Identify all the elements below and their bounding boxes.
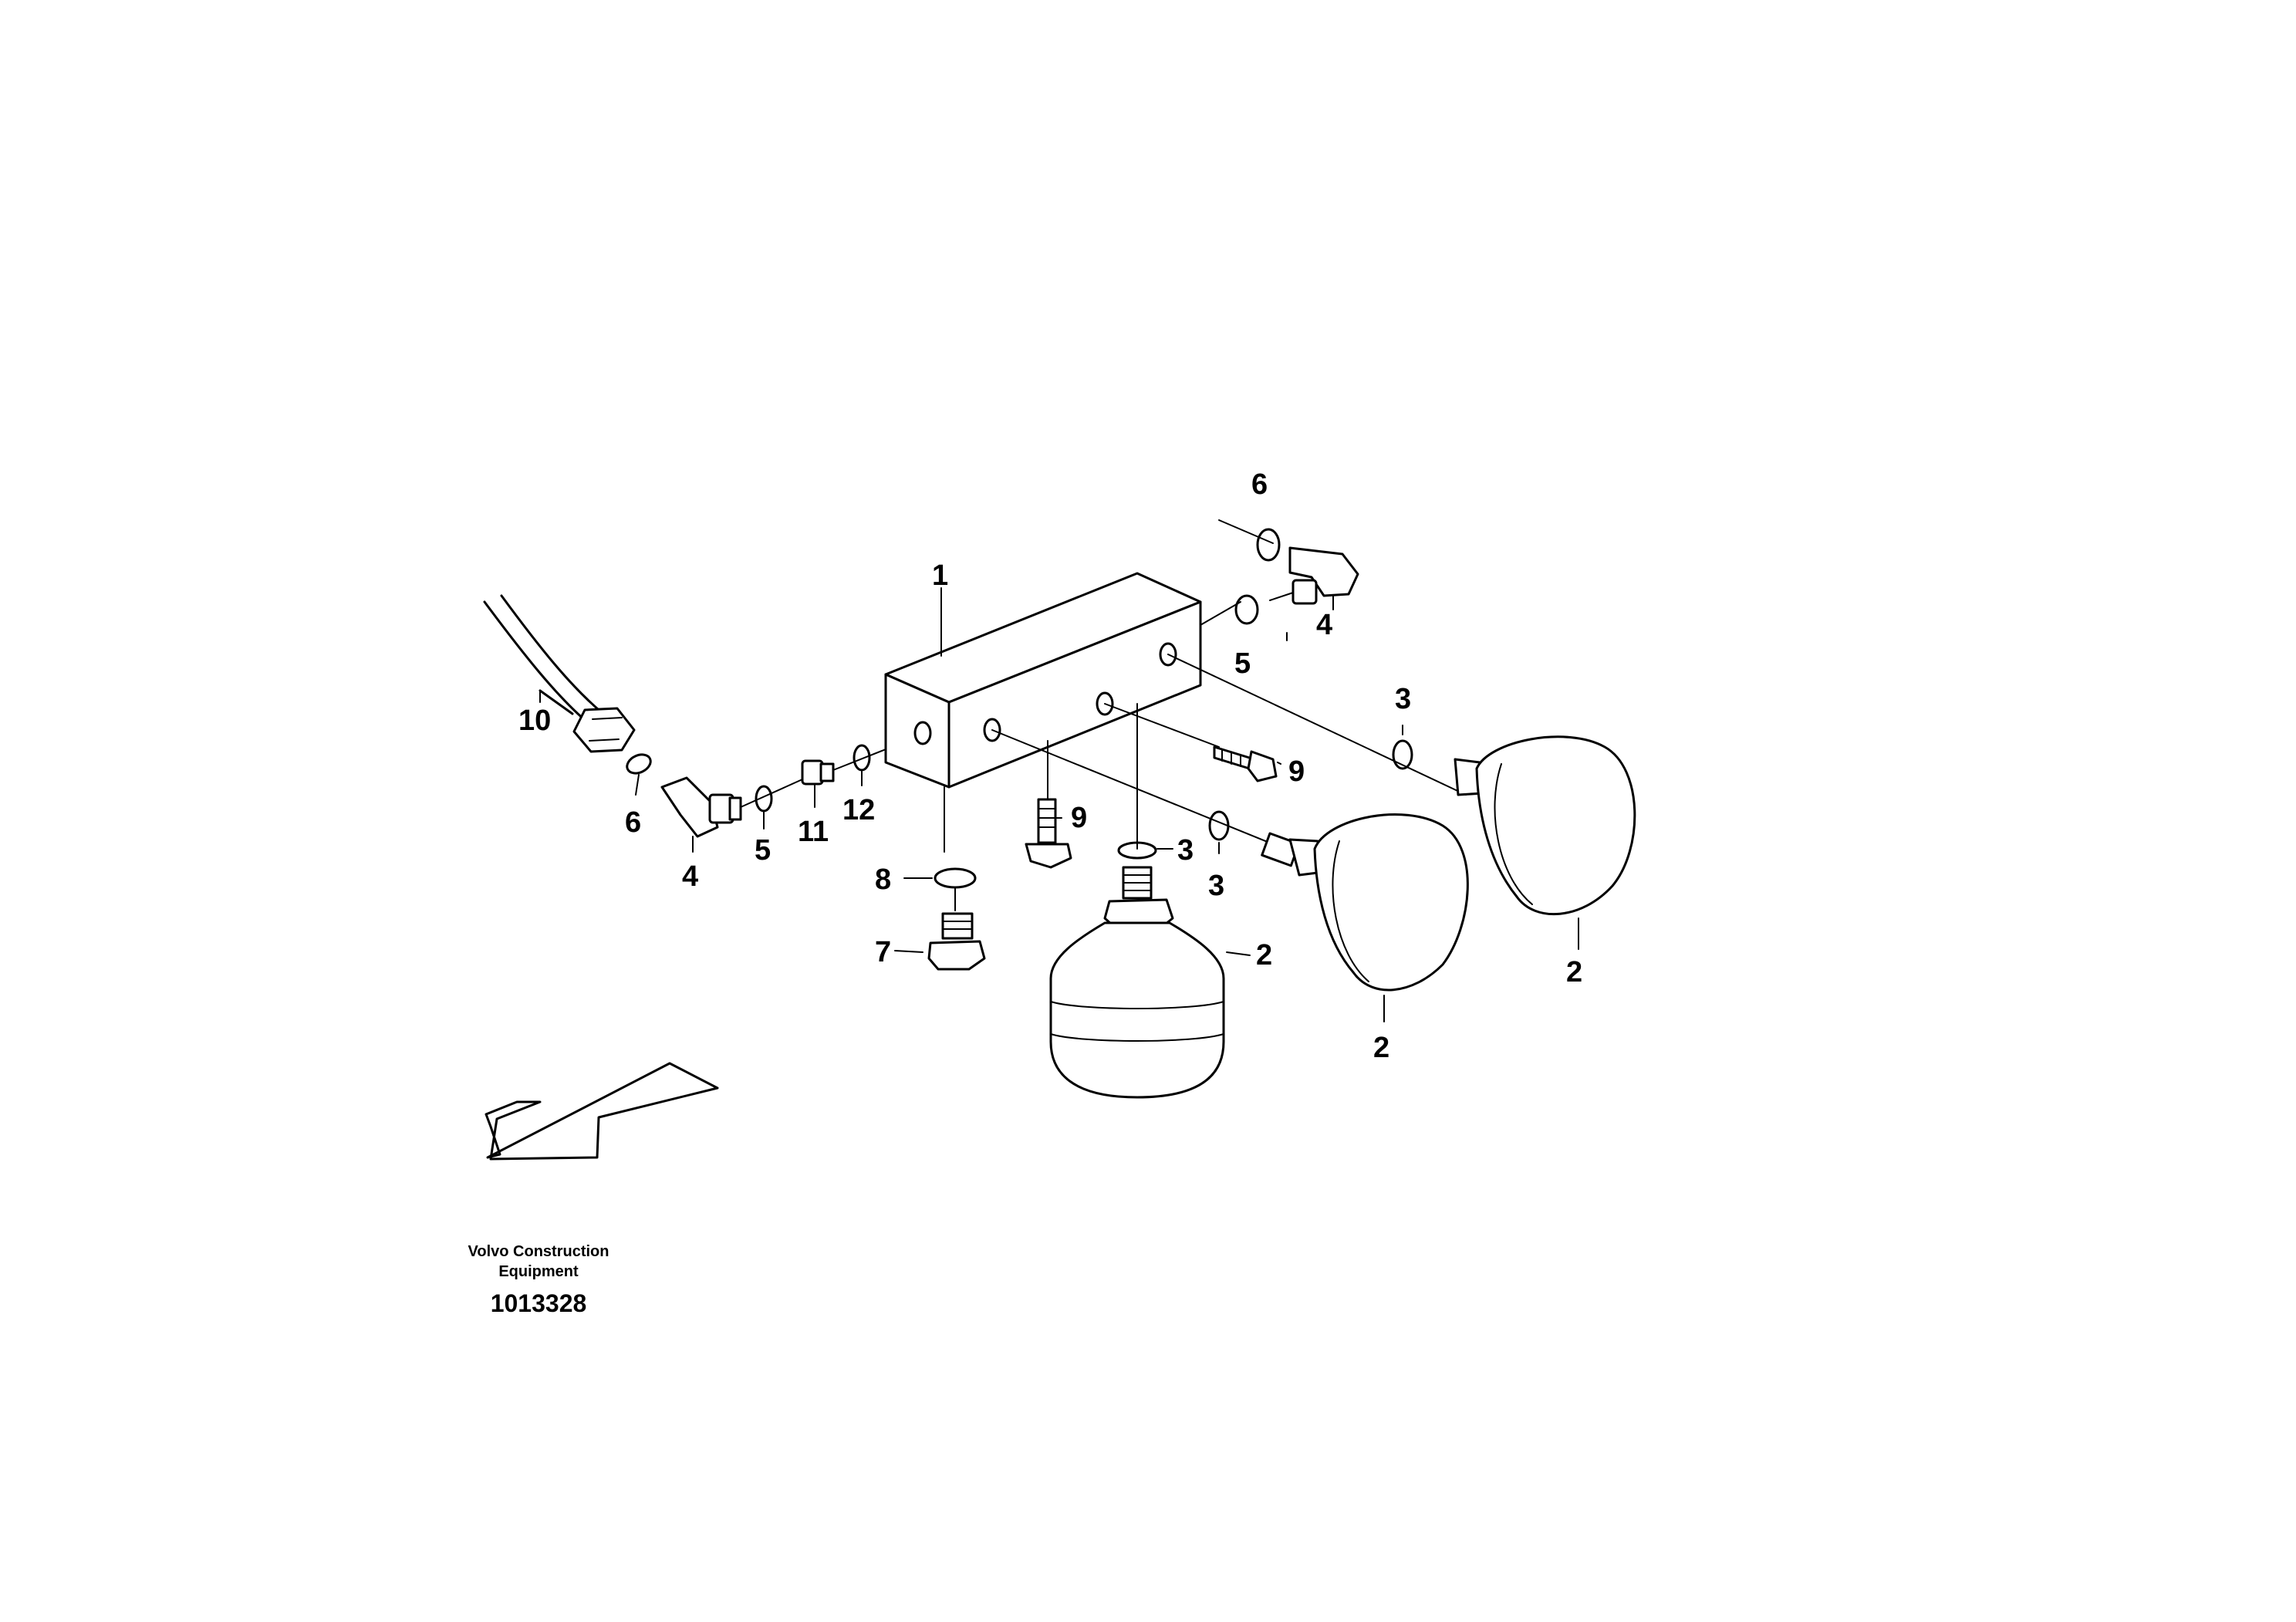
accumulator-right [1454,735,1636,916]
o-ring-top-6 [1256,528,1281,562]
hose [483,594,605,723]
callout-2-lower: 2 [1256,939,1272,972]
callout-10: 10 [518,705,551,737]
o-ring-top-5 [1234,594,1259,625]
callout-5-left: 5 [755,834,771,867]
callout-12: 12 [842,794,875,826]
accumulator-lower [1049,866,1225,1099]
caption-line-2: Equipment [498,1263,579,1280]
hose-fitting [572,707,636,753]
callout-3-center: 3 [1177,834,1194,867]
caption-line-1: Volvo Construction [468,1243,609,1260]
callout-9-lower: 9 [1071,802,1087,834]
callout-4-top: 4 [1316,609,1332,641]
callout-4-left: 4 [682,860,698,893]
callout-3-mid: 3 [1208,870,1224,902]
callout-11: 11 [798,816,829,848]
elbow-fitting-top [1269,546,1359,605]
callout-9-right: 9 [1288,755,1305,788]
caption: Volvo Construction Equipment 1013328 [468,1243,609,1317]
o-ring-right-3 [1392,739,1413,770]
callout-6-left: 6 [625,806,641,839]
accumulator-middle [1261,813,1469,992]
elbow-fitting-left [660,776,742,838]
callout-2-middle: 2 [1373,1032,1389,1064]
plug-7 [927,912,986,971]
adapter-11 [801,759,835,786]
o-ring-mid-3 [1208,810,1230,841]
bolt-lower [1025,798,1072,869]
bolt-right [1213,745,1278,782]
callout-8: 8 [875,863,891,896]
o-ring-center-3 [1117,841,1157,860]
callout-6-top: 6 [1251,468,1268,501]
callout-2-right: 2 [1566,956,1582,988]
callout-3-right: 3 [1395,683,1411,715]
callouts: 1 6 4 5 3 9 9 3 3 8 7 2 2 2 10 6 4 5 11 … [518,468,1582,1064]
callout-7: 7 [875,936,891,968]
direction-arrow [485,1062,719,1161]
document-number: 1013328 [491,1289,587,1317]
o-ring-left-6 [626,753,652,775]
manifold-block [884,572,1202,789]
callout-5-top: 5 [1234,647,1251,680]
o-ring-12 [853,744,871,772]
callout-1: 1 [932,559,948,592]
o-ring-8 [934,867,977,889]
